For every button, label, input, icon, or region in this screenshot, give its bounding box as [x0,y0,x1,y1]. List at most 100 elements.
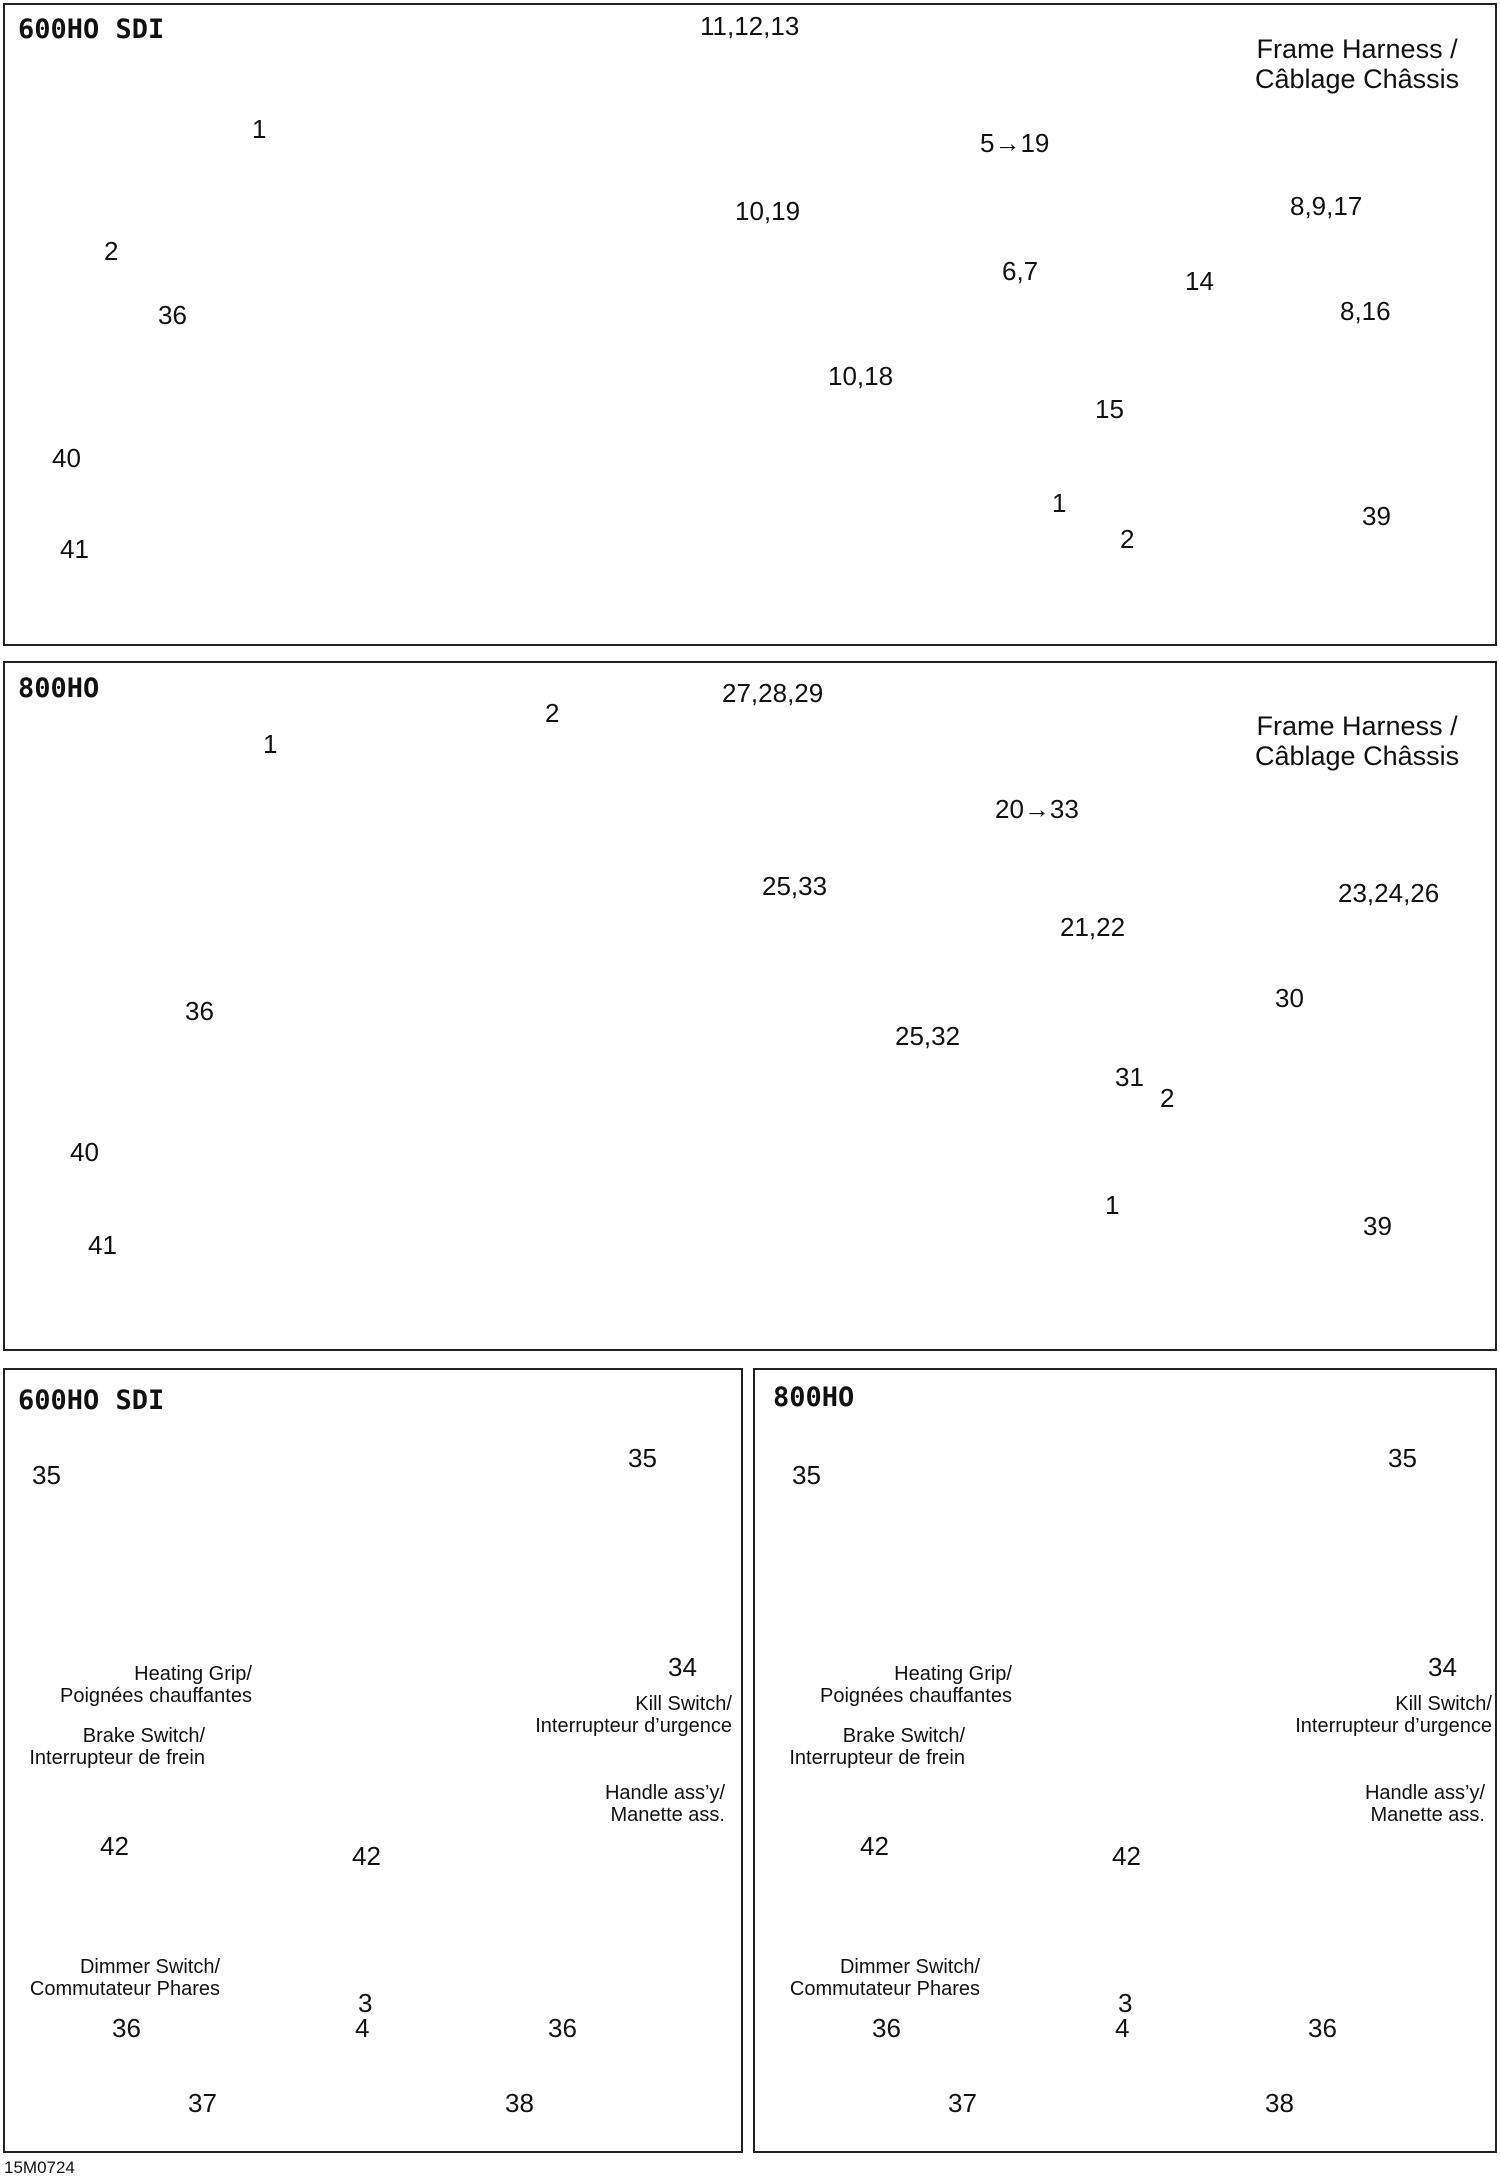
note-line: Poignées chauffantes [819,1684,1012,1707]
note-line: Interrupteur de frein [29,1746,205,1769]
callout-35: 35 [792,1460,821,1490]
callout-30: 30 [1275,983,1304,1013]
panel-middle-title: 800HO [18,673,100,704]
callout-39: 39 [1363,1211,1392,1241]
callout-25-33: 25,33 [762,871,828,901]
callout-38: 38 [505,2088,534,2118]
callout-42: 42 [352,1841,381,1871]
callout-8-16: 8,16 [1340,296,1391,326]
callout-21-22: 21,22 [1060,912,1126,942]
callout-4: 4 [1115,2013,1130,2043]
callout-2: 2 [545,698,560,728]
callout-1: 1 [1105,1190,1120,1220]
callout-40: 40 [52,443,81,473]
callout-1: 1 [252,114,267,144]
frame-harness-fr: Câblage Châssis [1255,740,1460,771]
frame-harness-fr: Câblage Châssis [1255,63,1460,94]
callout-31: 31 [1115,1062,1144,1092]
callout-3: 3 [358,1988,373,2018]
callout-8-9-17: 8,9,17 [1290,191,1363,221]
callout-15: 15 [1095,394,1124,424]
note-dimmer-switch: Dimmer Switch/ Commutateur Phares [29,1956,220,2000]
callout-36: 36 [1308,2013,1337,2043]
note-line: Brake Switch/ [842,1725,965,1747]
callout-11-12-13: 11,12,13 [700,11,800,41]
note-brake-switch: Brake Switch/ Interrupteur de frein [29,1725,205,1769]
top-frame-harness-label: Frame Harness / Câblage Châssis [1255,34,1460,94]
panel-top-title: 600HO SDI [18,14,165,45]
note-kill-switch: Kill Switch/ Interrupteur d’urgence [535,1693,732,1737]
callout-36: 36 [872,2013,901,2043]
callout-42: 42 [860,1831,889,1861]
note-dimmer-switch: Dimmer Switch/ Commutateur Phares [789,1956,980,2000]
callout-37: 37 [948,2088,977,2118]
callout-34: 34 [1428,1652,1457,1682]
middle-frame-harness-label: Frame Harness / Câblage Châssis [1255,711,1460,771]
note-heating-grip: Heating Grip/ Poignées chauffantes [819,1663,1012,1707]
callout-3: 3 [1118,1988,1133,2018]
callout-42: 42 [1112,1841,1141,1871]
note-line: Manette ass. [1370,1803,1485,1826]
note-line: Handle ass’y/ [1364,1782,1485,1804]
frame-harness-en: Frame Harness / [1256,34,1458,64]
callout-1: 1 [263,729,278,759]
panel-bottom-left [3,1368,743,2153]
callout-36: 36 [185,996,214,1026]
callout-5-19: 5→19 [980,128,1050,158]
callout-25-32: 25,32 [895,1021,961,1051]
note-line: Heating Grip/ [894,1663,1012,1685]
callout-39: 39 [1362,501,1391,531]
callout-42: 42 [100,1831,129,1861]
callout-35: 35 [32,1460,61,1490]
callout-23-24-26: 23,24,26 [1338,878,1440,908]
note-heating-grip: Heating Grip/ Poignées chauffantes [59,1663,252,1707]
panel-middle [3,661,1497,1351]
note-line: Dimmer Switch/ [79,1956,220,1978]
callout-27-28-29: 27,28,29 [722,678,824,708]
callout-41: 41 [88,1230,117,1260]
callout-10-18: 10,18 [828,361,894,391]
callout-14: 14 [1185,266,1214,296]
note-line: Dimmer Switch/ [839,1956,980,1978]
callout-2: 2 [104,236,119,266]
panel-top [3,3,1497,646]
note-line: Handle ass’y/ [604,1782,725,1804]
panel-bottom-left-title: 600HO SDI [18,1385,165,1416]
callout-1: 1 [1052,488,1067,518]
note-line: Commutateur Phares [29,1977,220,2000]
note-handle-assy: Handle ass’y/ Manette ass. [1364,1782,1485,1826]
note-handle-assy: Handle ass’y/ Manette ass. [604,1782,725,1826]
callout-20-33: 20→33 [995,794,1079,824]
callout-41: 41 [60,534,89,564]
callout-38: 38 [1265,2088,1294,2118]
callout-37: 37 [188,2088,217,2118]
frame-harness-en: Frame Harness / [1256,711,1458,741]
callout-10-19: 10,19 [735,196,801,226]
note-line: Kill Switch/ [635,1693,732,1715]
note-line: Kill Switch/ [1395,1693,1492,1715]
note-line: Commutateur Phares [789,1977,980,2000]
note-line: Brake Switch/ [82,1725,205,1747]
callout-6-7: 6,7 [1002,256,1039,286]
note-line: Interrupteur de frein [789,1746,965,1769]
panel-bottom-right [753,1368,1497,2153]
callout-35: 35 [1388,1443,1417,1473]
note-kill-switch: Kill Switch/ Interrupteur d’urgence [1295,1693,1492,1737]
callout-36: 36 [158,300,187,330]
callout-35: 35 [628,1443,657,1473]
callout-2: 2 [1120,524,1135,554]
callout-36: 36 [548,2013,577,2043]
callout-34: 34 [668,1652,697,1682]
note-line: Interrupteur d’urgence [1295,1714,1492,1737]
note-line: Heating Grip/ [134,1663,252,1685]
callout-2: 2 [1160,1083,1175,1113]
document-id: 15M0724 [4,2158,75,2177]
note-line: Manette ass. [610,1803,725,1826]
note-line: Poignées chauffantes [59,1684,252,1707]
panel-bottom-right-title: 800HO [773,1382,855,1413]
callout-40: 40 [70,1137,99,1167]
callout-36: 36 [112,2013,141,2043]
callout-4: 4 [355,2013,370,2043]
note-line: Interrupteur d’urgence [535,1714,732,1737]
note-brake-switch: Brake Switch/ Interrupteur de frein [789,1725,965,1769]
